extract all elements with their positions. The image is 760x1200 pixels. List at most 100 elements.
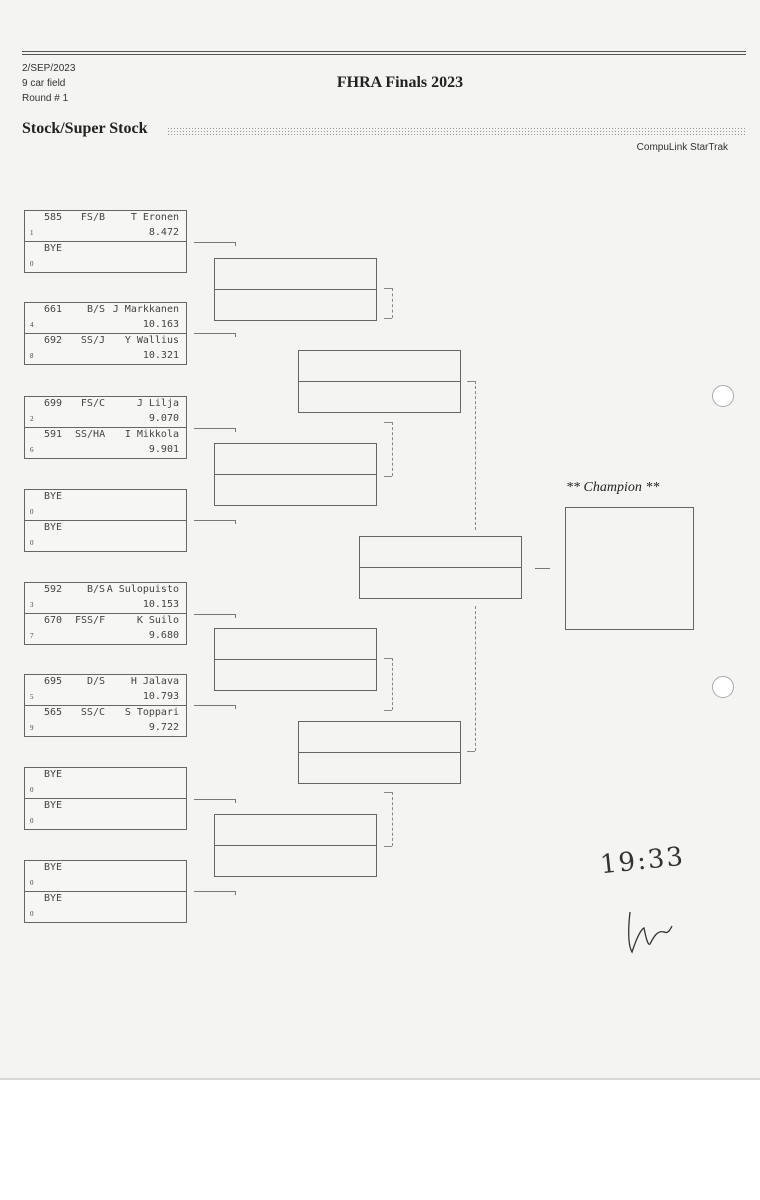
car-number: 699 (44, 398, 63, 409)
elapsed-time: 10.153 (142, 599, 179, 610)
round2-box (214, 443, 377, 506)
car-class: B/S (86, 584, 105, 595)
elapsed-time: 9.070 (148, 413, 179, 424)
elapsed-time: 9.722 (148, 722, 179, 733)
car-number: 661 (44, 304, 63, 315)
elapsed-time: 10.321 (142, 350, 179, 361)
round2-box (214, 814, 377, 877)
lane-bottom: 692 SS/J Y Wallius 10.321 8 (25, 333, 186, 364)
lane-bottom: BYE 0 (25, 241, 186, 272)
driver-name: Y Wallius (124, 335, 179, 346)
car-class: D/S (86, 676, 105, 687)
seed-number: 3 (30, 601, 34, 609)
seed-number: 2 (30, 415, 34, 423)
seed-number: 4 (30, 321, 34, 329)
handwritten-time: 19:33 (598, 841, 687, 881)
seed-number: 0 (30, 508, 34, 516)
seed-number: 9 (30, 724, 34, 732)
champion-label: ** Champion ** (566, 480, 660, 495)
car-number: BYE (44, 893, 63, 904)
car-number: BYE (44, 800, 63, 811)
dotted-rule (167, 127, 746, 136)
seed-number: 0 (30, 910, 34, 918)
bracket-connector (475, 381, 476, 530)
bracket-connector (194, 428, 236, 432)
elapsed-time: 8.472 (148, 227, 179, 238)
punch-hole (712, 385, 734, 407)
car-class: B/S (86, 304, 105, 315)
driver-name: I Mikkola (124, 429, 179, 440)
car-number: 695 (44, 676, 63, 687)
top-rule-2 (22, 54, 746, 55)
bracket-connector (194, 520, 236, 524)
bracket-connector (384, 476, 392, 477)
bracket-connector (384, 658, 392, 659)
driver-name: J Markkanen (112, 304, 179, 315)
elapsed-time: 9.901 (148, 444, 179, 455)
car-class: FS/B (80, 212, 105, 223)
champion-box (565, 507, 694, 630)
bracket-connector (392, 288, 393, 318)
seed-number: 1 (30, 229, 34, 237)
bracket-connector (467, 381, 475, 382)
software-brand: CompuLink StarTrak (636, 142, 728, 153)
car-class: SS/J (80, 335, 105, 346)
driver-name: K Suilo (136, 615, 179, 626)
bracket-connector (384, 792, 392, 793)
matchup: 661 B/S J Markkanen 10.163 4 692 SS/J Y Wallius… (24, 302, 187, 365)
lane-top: 661 B/S J Markkanen 10.163 4 (25, 303, 186, 333)
car-class: FSS/F (75, 615, 106, 626)
final-connector (535, 568, 550, 569)
seed-number: 6 (30, 446, 34, 454)
bracket-connector (384, 318, 392, 319)
bracket-connector (194, 705, 236, 709)
elapsed-time: 10.163 (142, 319, 179, 330)
bracket-connector (194, 891, 236, 895)
car-number: 592 (44, 584, 63, 595)
lane-bottom: BYE 0 (25, 891, 186, 922)
car-number: 692 (44, 335, 63, 346)
driver-name: A Sulopuisto (106, 584, 179, 595)
punch-hole (712, 676, 734, 698)
bracket-connector (384, 846, 392, 847)
semifinal-box (298, 721, 461, 784)
signature-icon (628, 911, 673, 954)
top-rule (22, 51, 746, 52)
event-title: FHRA Finals 2023 (336, 74, 464, 91)
bracket-connector (384, 422, 392, 423)
seed-number: 5 (30, 693, 34, 701)
bracket-connector (384, 288, 392, 289)
lane-top: BYE 0 (25, 490, 186, 520)
semifinal-box (298, 350, 461, 413)
car-number: BYE (44, 862, 63, 873)
bracket-sheet: 2/SEP/2023 9 car field Round # 1 FHRA Fi… (0, 0, 760, 1080)
round2-box (214, 628, 377, 691)
car-number: 591 (44, 429, 63, 440)
seed-number: 7 (30, 632, 34, 640)
seed-number: 0 (30, 260, 34, 268)
car-class: FS/C (80, 398, 105, 409)
car-number: BYE (44, 491, 63, 502)
seed-number: 8 (30, 352, 34, 360)
seed-number: 0 (30, 786, 34, 794)
bracket-connector (194, 799, 236, 803)
bracket-connector (194, 242, 236, 246)
bracket-connector (194, 614, 236, 618)
bracket-connector (392, 658, 393, 710)
car-number: BYE (44, 243, 63, 254)
bracket-connector (194, 333, 236, 337)
elapsed-time: 9.680 (148, 630, 179, 641)
field-size: 9 car field (22, 78, 66, 89)
